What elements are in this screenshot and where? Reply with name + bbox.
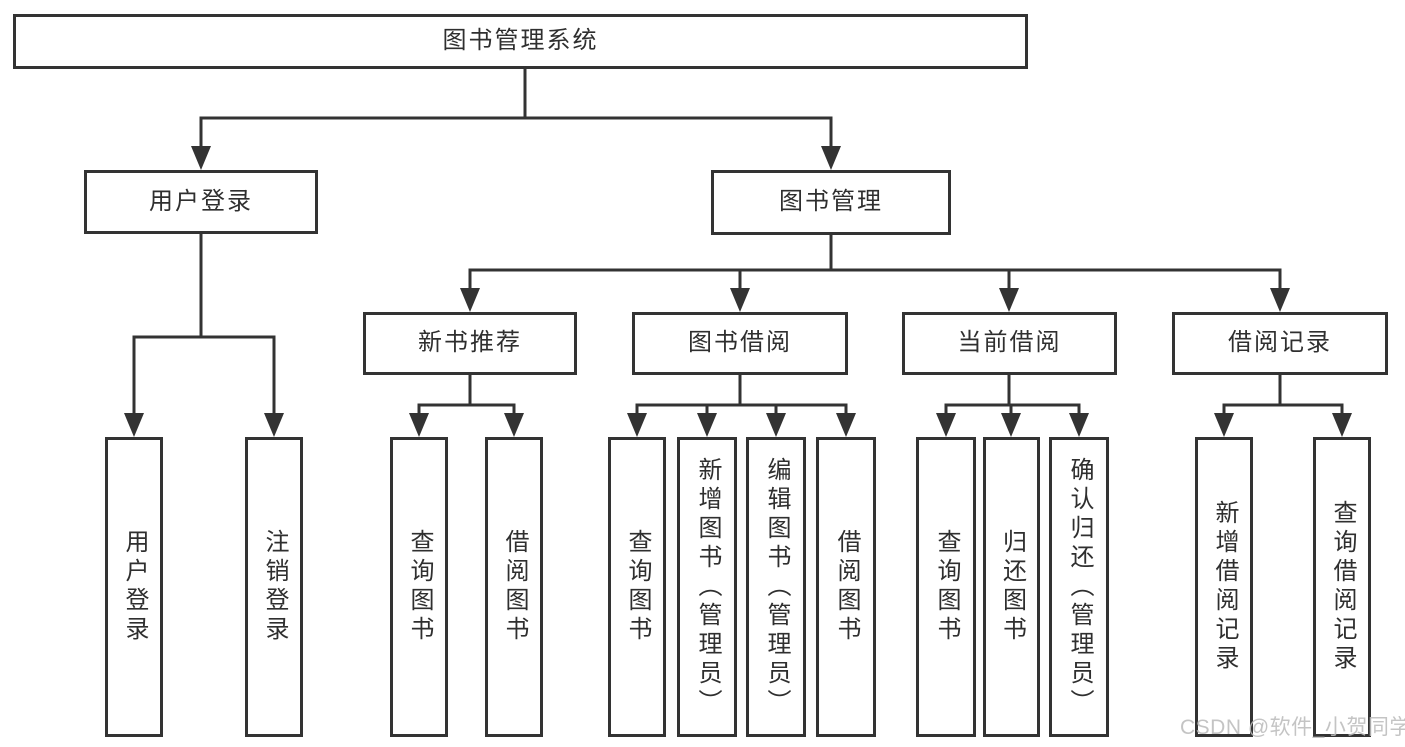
leaf-user-login: 用户登录 (105, 437, 163, 737)
node-label: 归还图书 (998, 529, 1026, 645)
leaf-confirm-return-admin: 确认归还（管理员） (1049, 437, 1109, 737)
edge-user-login-to-leaves (124, 234, 284, 437)
edge-book-management-to-level3 (460, 235, 1290, 312)
node-borrowing-records: 借阅记录 (1172, 312, 1388, 375)
leaf-query-borrow-record: 查询借阅记录 (1313, 437, 1371, 737)
node-label: 新增借阅记录 (1211, 500, 1238, 674)
node-label: 借阅记录 (1228, 329, 1332, 357)
node-current-borrowing: 当前借阅 (902, 312, 1117, 375)
node-label: 图书管理系统 (442, 27, 599, 55)
node-user-login: 用户登录 (84, 170, 318, 234)
leaf-borrow-books-recommend: 借阅图书 (485, 437, 543, 737)
node-label: 查询图书 (406, 529, 433, 645)
node-label: 图书管理 (779, 188, 883, 216)
node-label: 确认归还（管理员） (1066, 456, 1093, 718)
leaf-add-borrow-record: 新增借阅记录 (1195, 437, 1253, 737)
leaf-query-books-borrowing: 查询图书 (608, 437, 666, 737)
node-label: 新书推荐 (418, 329, 522, 357)
leaf-query-books-current: 查询图书 (916, 437, 976, 737)
node-new-book-recommend: 新书推荐 (363, 312, 577, 375)
edge-new-book-recommend-to-leaves (409, 375, 524, 437)
node-book-management: 图书管理 (711, 170, 951, 235)
leaf-add-book-admin: 新增图书（管理员） (677, 437, 737, 737)
node-label: 借阅图书 (833, 529, 860, 645)
edge-book-borrowing-to-leaves (627, 375, 856, 437)
csdn-watermark: CSDN @软件_小贺同学 (1180, 716, 1405, 739)
node-label: 借阅图书 (501, 529, 528, 645)
edge-root-to-level2 (191, 69, 841, 170)
edge-current-borrowing-to-leaves (936, 375, 1089, 437)
node-label: 图书借阅 (688, 329, 792, 357)
edge-borrowing-records-to-leaves (1214, 375, 1352, 437)
node-label: 注销登录 (261, 529, 288, 645)
leaf-edit-book-admin: 编辑图书（管理员） (746, 437, 806, 737)
leaf-query-books-recommend: 查询图书 (390, 437, 448, 737)
node-label: 用户登录 (121, 529, 148, 645)
leaf-logout: 注销登录 (245, 437, 303, 737)
node-book-borrowing: 图书借阅 (632, 312, 848, 375)
node-label: 当前借阅 (957, 329, 1062, 357)
leaf-borrow-books: 借阅图书 (816, 437, 876, 737)
node-label: 新增图书（管理员） (694, 456, 721, 718)
leaf-return-books: 归还图书 (983, 437, 1040, 737)
node-library-management-system: 图书管理系统 (13, 14, 1028, 69)
node-label: 用户登录 (149, 187, 253, 215)
node-label: 编辑图书（管理员） (763, 456, 790, 718)
node-label: 查询借阅记录 (1329, 500, 1356, 674)
node-label: 查询图书 (624, 529, 651, 645)
node-label: 查询图书 (933, 529, 960, 645)
